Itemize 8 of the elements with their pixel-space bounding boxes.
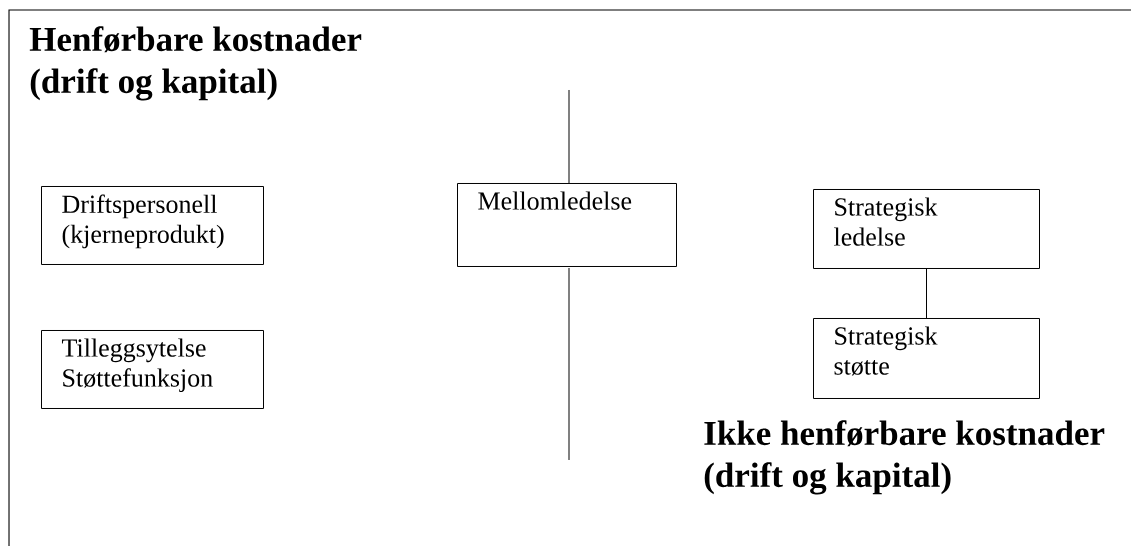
text-box: Tilleggsytelse Støttefunksjon bbox=[41, 330, 264, 409]
text-box: Strategisk støtte bbox=[813, 318, 1040, 399]
heading: Henførbare kostnader (drift og kapital) bbox=[29, 26, 362, 101]
text-box: Mellomledelse bbox=[457, 183, 677, 267]
text-box: Driftspersonell (kjerneprodukt) bbox=[41, 186, 264, 265]
heading: Ikke henførbare kostnader (drift og kapital) bbox=[704, 420, 1105, 495]
text-box: Strategisk ledelse bbox=[813, 189, 1040, 269]
connector-line bbox=[926, 268, 927, 319]
